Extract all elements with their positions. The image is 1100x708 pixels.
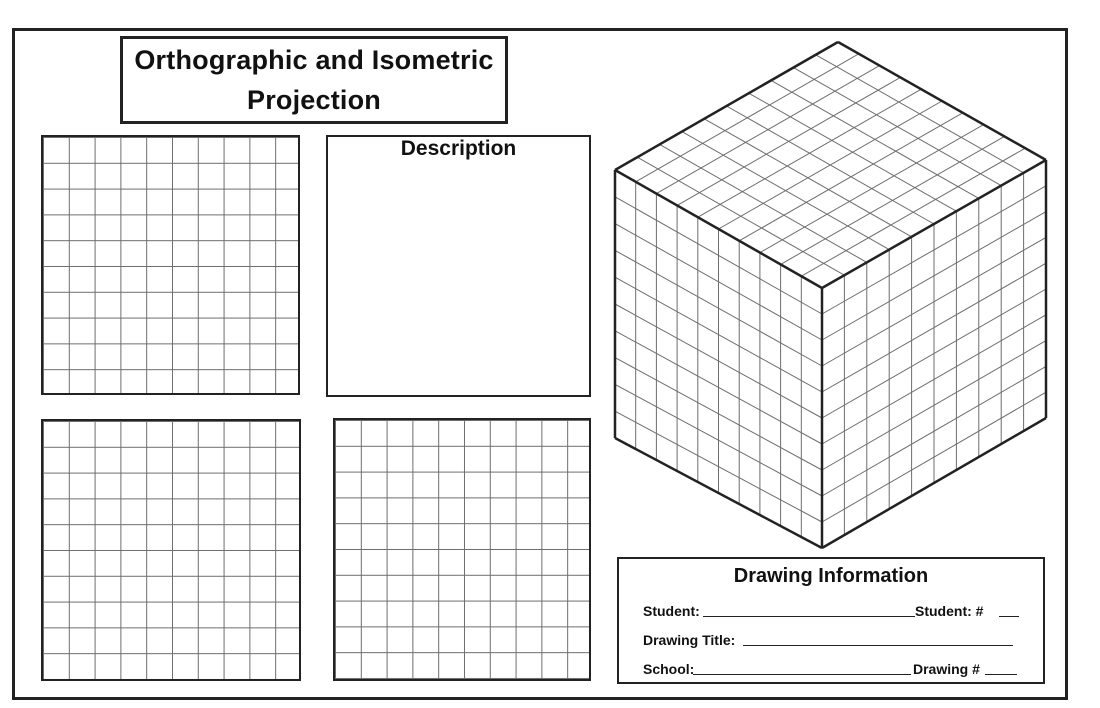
right-face-grid-line xyxy=(821,365,1047,497)
top-face-grid-line xyxy=(801,147,1026,277)
student-label: Student: xyxy=(643,603,700,619)
top-face-grid-line xyxy=(780,135,1005,265)
drawing-title-row: Drawing Title: xyxy=(643,628,1013,648)
right-face-grid-line xyxy=(821,314,1047,445)
school-label: School: xyxy=(643,661,695,677)
orthographic-grid-bottom-middle[interactable] xyxy=(333,418,591,681)
cube-edge xyxy=(614,40,839,172)
student-number-field[interactable] xyxy=(999,616,1019,617)
orthographic-grid-bottom-left[interactable] xyxy=(41,419,301,681)
top-face-grid-line xyxy=(703,118,912,238)
top-face-grid-line xyxy=(637,156,845,276)
isometric-cube-edges xyxy=(613,40,1048,550)
student-name-field[interactable] xyxy=(703,616,915,617)
drawing-number-label: Drawing # xyxy=(913,661,980,677)
student-row: Student: Student: # xyxy=(643,599,1019,619)
cube-edge xyxy=(614,436,823,550)
top-face-grid-line xyxy=(681,131,890,251)
drawing-information-heading: Drawing Information xyxy=(733,565,929,587)
drawing-number-field[interactable] xyxy=(985,674,1017,675)
orthographic-grid-top-left[interactable] xyxy=(41,135,300,395)
left-face-grid-line xyxy=(614,330,823,445)
top-face-grid-line xyxy=(726,105,935,225)
title-line-2: Projection xyxy=(246,85,382,115)
right-face-grid-line xyxy=(821,340,1047,471)
left-face-grid-line xyxy=(614,410,823,523)
right-face-grid-line xyxy=(821,288,1047,419)
title-box: Orthographic and Isometric Projection xyxy=(120,36,508,124)
top-face-grid-line xyxy=(738,112,964,242)
left-face-grid-line xyxy=(614,383,823,497)
description-heading: Description xyxy=(328,137,589,161)
school-field[interactable] xyxy=(693,674,911,675)
page-border xyxy=(12,28,1068,700)
left-face-grid-line xyxy=(614,303,823,419)
student-number-label: Student: # xyxy=(915,603,984,619)
top-face-grid-line xyxy=(759,124,984,254)
school-row: School: Drawing # xyxy=(643,657,1017,677)
title-line-1: Orthographic and Isometric xyxy=(134,44,494,75)
top-face-grid-line xyxy=(659,143,868,263)
right-face-grid-line xyxy=(821,391,1047,523)
left-face-grid-line xyxy=(614,357,823,471)
cube-edge xyxy=(821,416,1047,550)
drawing-title-field[interactable] xyxy=(743,645,1013,646)
isometric-grid-lines xyxy=(614,53,1047,537)
drawing-title-label: Drawing Title: xyxy=(643,632,736,648)
cube-edge xyxy=(821,158,1047,290)
cube-edge xyxy=(837,40,1047,162)
cube-edge xyxy=(614,168,823,290)
drawing-information-box: Drawing Information Student: Student: # … xyxy=(617,557,1045,684)
description-panel[interactable]: Description xyxy=(326,135,591,397)
